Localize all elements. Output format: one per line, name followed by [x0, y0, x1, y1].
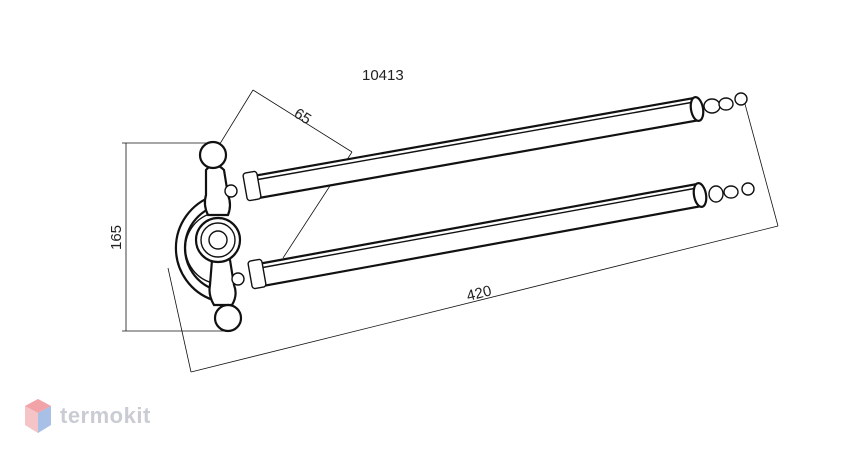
height-dimension: 165: [108, 142, 228, 332]
hexagon-logo-icon: [25, 399, 51, 433]
model-number: 10413: [362, 67, 404, 84]
lower-towel-bar: [247, 182, 755, 290]
height-label: 165: [108, 225, 125, 250]
length-dimension: 420: [167, 103, 779, 373]
length-label: 420: [465, 282, 493, 305]
brand-name: termokit: [60, 403, 151, 428]
wall-bracket: [174, 140, 245, 333]
width-label: 65: [291, 105, 314, 128]
upper-towel-bar: [242, 92, 748, 202]
brand-logo: termokit: [24, 398, 151, 434]
